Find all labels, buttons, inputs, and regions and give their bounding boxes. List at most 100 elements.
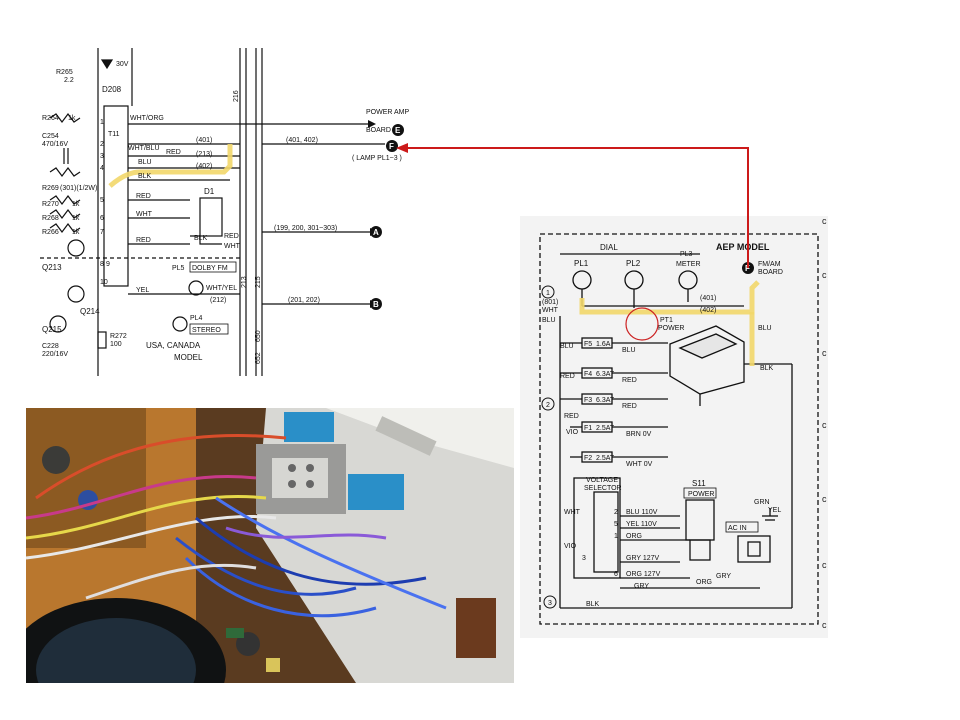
top-schematic: E F A B R265 2.2 R264 1k C254 470/16V R2…	[40, 48, 410, 376]
svg-text:BRN 0V: BRN 0V	[626, 431, 652, 438]
svg-text:ORG 127V: ORG 127V	[626, 571, 661, 578]
svg-text:213: 213	[241, 276, 248, 288]
bus-numbers: 216 213 215 650 652	[233, 90, 262, 364]
svg-text:(801): (801)	[542, 299, 558, 306]
connector-block	[103, 105, 129, 287]
svg-text:GRY 127V: GRY 127V	[626, 555, 660, 562]
svg-text:1k: 1k	[72, 201, 80, 208]
dolby-fm-label: DOLBY FM	[192, 265, 228, 272]
aep-net-402: (402)	[700, 307, 716, 314]
svg-text:3: 3	[548, 600, 552, 607]
svg-text:100: 100	[110, 341, 122, 348]
svg-text:(212): (212)	[210, 297, 226, 304]
edge-mark: c	[822, 270, 827, 280]
svg-text:BLU 110V: BLU 110V	[626, 509, 658, 516]
aep-schematic-drawing: F AEP MODEL DIAL PL1 PL2 PL3 METER FM/AM…	[520, 216, 828, 638]
edge-mark: c	[822, 420, 827, 430]
svg-text:F5: F5	[584, 341, 592, 348]
aep-blk-label: BLK	[760, 365, 774, 372]
svg-text:WHT: WHT	[224, 243, 241, 250]
svg-text:RED: RED	[224, 233, 239, 240]
svg-text:WHT/YEL: WHT/YEL	[206, 285, 237, 292]
voltage-selector-label: VOLTAGE	[586, 477, 618, 484]
grn-yel-label: GRN	[754, 499, 770, 506]
svg-text:2.2: 2.2	[64, 77, 74, 84]
net-213: (213)	[196, 151, 212, 158]
c254-label: C254	[42, 133, 59, 140]
svg-text:650: 650	[255, 330, 262, 342]
svg-text:WHT: WHT	[136, 211, 153, 218]
svg-text:1: 1	[614, 533, 618, 540]
svg-text:5: 5	[100, 197, 104, 204]
svg-text:30V: 30V	[116, 61, 129, 68]
svg-text:POWER: POWER	[658, 325, 684, 332]
svg-text:BLU: BLU	[138, 159, 152, 166]
aep-blu-label: BLU	[758, 325, 772, 332]
svg-text:A: A	[373, 228, 379, 237]
edge-mark: c	[822, 348, 827, 358]
svg-text:R266: R266	[42, 229, 59, 236]
svg-text:YEL 110V: YEL 110V	[626, 521, 657, 528]
diode-label: D208	[102, 85, 122, 94]
svg-text:VIO: VIO	[564, 543, 577, 550]
q213-label: Q213	[42, 263, 62, 272]
net-a-label: (199, 200, 301~303)	[274, 225, 337, 232]
svg-text:6.3AT: 6.3AT	[596, 371, 615, 378]
svg-text:ORG: ORG	[626, 533, 642, 540]
svg-text:YEL: YEL	[768, 507, 781, 514]
svg-text:8: 8	[100, 261, 104, 268]
svg-text:1k: 1k	[72, 215, 80, 222]
model-note: USA, CANADA	[146, 341, 201, 350]
svg-text:5: 5	[614, 521, 618, 528]
edge-mark: c	[822, 560, 827, 570]
lamp-note: ( LAMP PL1~3 )	[352, 155, 402, 162]
pt1-circle	[625, 307, 659, 341]
svg-text:BLU: BLU	[560, 343, 574, 350]
net-401: (401)	[196, 137, 212, 144]
svg-text:1.6A: 1.6A	[596, 341, 611, 348]
svg-text:F3: F3	[584, 397, 592, 404]
svg-text:3: 3	[582, 555, 586, 562]
svg-text:10: 10	[100, 279, 108, 286]
q215-label: Q215	[42, 325, 62, 334]
aep-title: AEP MODEL	[716, 242, 770, 252]
svg-text:220/16V: 220/16V	[42, 351, 68, 358]
chassis-photo-drawing	[26, 408, 514, 683]
svg-text:BOARD: BOARD	[366, 127, 391, 134]
svg-text:6.3AT: 6.3AT	[596, 397, 615, 404]
svg-text:RED: RED	[560, 373, 575, 380]
fuse-list: F5 1.6A BLU F4 6.3AT RED F3 6.3AT RED F1…	[584, 341, 653, 468]
net-b-label: (201, 202)	[288, 297, 320, 304]
svg-text:WHT: WHT	[542, 307, 559, 314]
aep-schematic: F AEP MODEL DIAL PL1 PL2 PL3 METER FM/AM…	[520, 216, 828, 638]
svg-text:RED: RED	[136, 193, 151, 200]
selector-rows: 2 BLU 110V 5 YEL 110V 1 ORG 3 GRY 127V 6…	[582, 509, 661, 578]
svg-text:VIO: VIO	[566, 429, 579, 436]
pl3-label: PL3	[680, 251, 693, 258]
svg-text:R272: R272	[110, 333, 127, 340]
svg-text:RED: RED	[622, 403, 637, 410]
svg-text:RED: RED	[564, 413, 579, 420]
svg-text:F: F	[745, 264, 750, 273]
meter-label: METER	[676, 261, 701, 268]
svg-text:(301)(1/2W): (301)(1/2W)	[60, 185, 97, 192]
net-402: (402)	[196, 163, 212, 170]
svg-text:BLK: BLK	[194, 235, 208, 242]
circle-numbers: 1 2 3	[541, 285, 557, 609]
svg-text:2: 2	[546, 402, 550, 409]
marker-f	[386, 140, 398, 152]
svg-text:RED: RED	[166, 149, 181, 156]
svg-text:2: 2	[100, 141, 104, 148]
svg-text:ORG: ORG	[696, 579, 712, 586]
d1-label: D1	[204, 187, 215, 196]
svg-text:4: 4	[100, 165, 104, 172]
side-wire-labels: BLU RED RED VIO WHT VIO	[560, 343, 581, 550]
aep-net-401: (401)	[700, 295, 716, 302]
marker-e	[392, 124, 404, 136]
pl4-label: PL4	[190, 315, 203, 322]
wire-wht-org: WHT/ORG	[130, 115, 164, 122]
svg-text:B: B	[373, 300, 379, 309]
connector-pins: 1 2 3 4 5 6 7 8 9 10	[100, 119, 110, 286]
svg-text:RED: RED	[622, 377, 637, 384]
dial-label: DIAL	[600, 243, 618, 252]
